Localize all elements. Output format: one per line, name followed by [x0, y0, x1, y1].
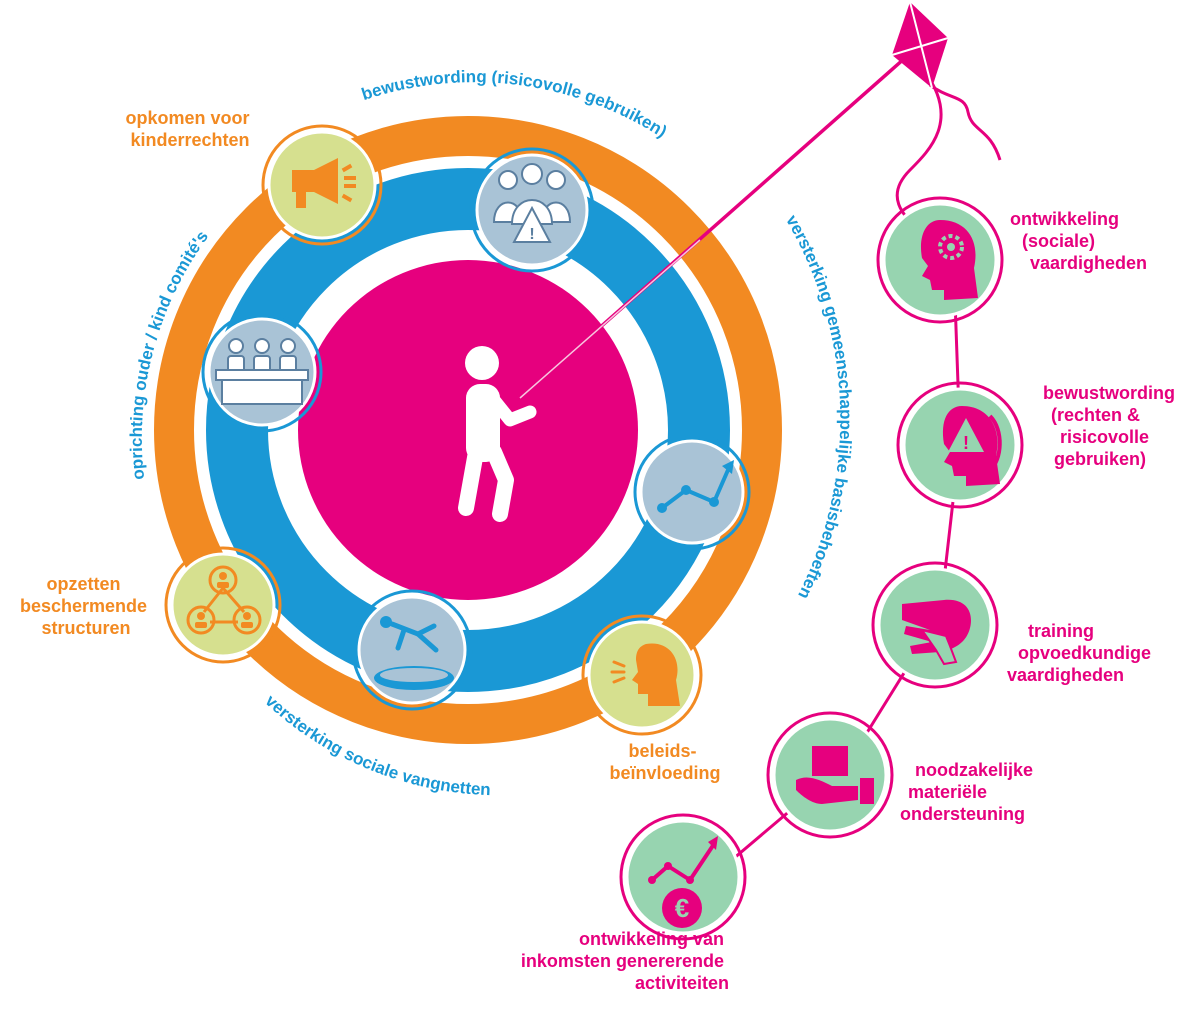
- middle-blue-ring: [206, 168, 730, 692]
- kite-frame: [891, 1, 949, 89]
- label-protective-structures: opzetten beschermende structuren: [20, 574, 152, 638]
- ring-text-right: versterking gemeenschappelijke basisbeho…: [782, 212, 855, 602]
- helping-hands-icon: [902, 599, 971, 666]
- hand-box-icon: [796, 746, 874, 804]
- euro-growth-icon: €: [648, 836, 718, 928]
- group-warning-icon: !: [469, 147, 595, 273]
- head-gear-icon: [920, 220, 978, 300]
- kite-ribbon: [929, 83, 1002, 161]
- label-social-skills: ontwikkeling (sociale) vaardigheden: [1010, 209, 1147, 273]
- falling-safety-net-icon: [351, 589, 473, 711]
- label-income: ontwikkeling van inkomsten genererende a…: [521, 929, 729, 993]
- network-people-icon: [164, 546, 282, 664]
- child-flying-kite-icon: [458, 346, 537, 522]
- kite-tail-item-income: €: [619, 813, 747, 941]
- kite-tail-item-awareness: !: [896, 381, 1024, 509]
- svg-text:!: !: [529, 226, 534, 243]
- label-awareness: bewustwording (rechten & risicovolle geb…: [1043, 383, 1180, 469]
- label-material-support: noodzakelijke materiële ondersteuning: [900, 760, 1038, 824]
- outer-orange-ring: [154, 116, 782, 744]
- kite-string-inner: [519, 239, 701, 399]
- kite-tail-item-parenting-training: [871, 561, 999, 689]
- speaking-head-icon: [581, 614, 703, 736]
- rising-chart-icon: [633, 433, 751, 551]
- svg-text:€: €: [675, 893, 689, 923]
- kite-tail-item-material-support: [766, 711, 894, 839]
- kite: [891, 1, 949, 89]
- label-parenting-training: training opvoedkundige vaardigheden: [1007, 621, 1156, 685]
- committee-table-icon: [201, 311, 323, 433]
- head-warning-icon: !: [942, 406, 1002, 486]
- label-policy: beleids- beïnvloeding: [609, 741, 720, 783]
- megaphone-icon: [261, 124, 383, 246]
- svg-text:!: !: [963, 433, 969, 453]
- kite-tail-item-social-skills: [876, 196, 1004, 324]
- label-children-rights: opkomen voor kinderrechten: [125, 108, 254, 150]
